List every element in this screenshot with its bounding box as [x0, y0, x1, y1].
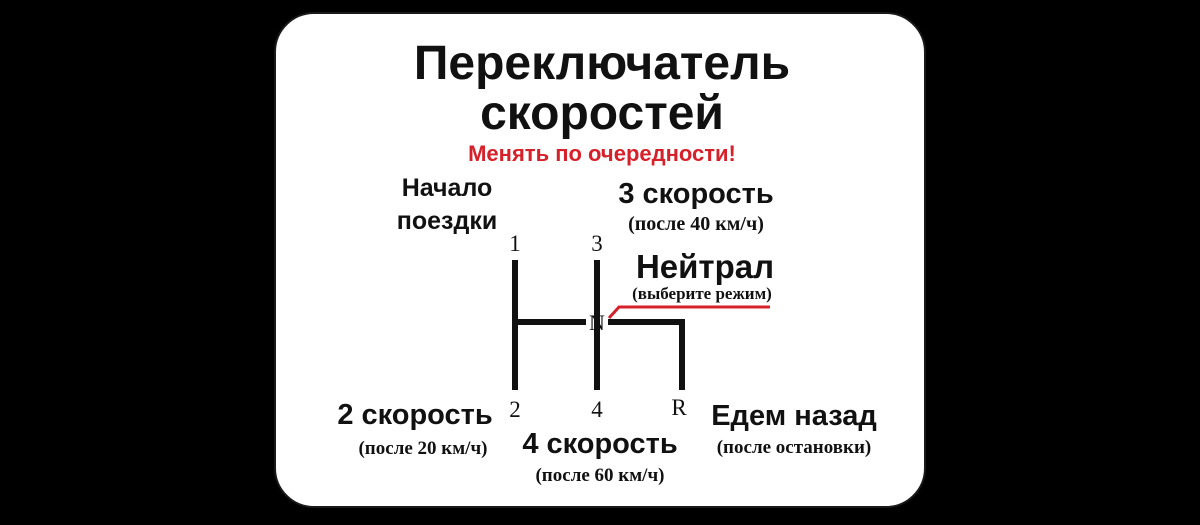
neutral-note: (выберите режим) — [632, 284, 772, 303]
title-line-1: Переключатель — [413, 37, 791, 90]
position-reverse-marker: R — [671, 395, 687, 420]
reverse-label: Едем назад — [711, 400, 877, 432]
gear-2-note: (после 20 км/ч) — [358, 438, 488, 459]
gear-4-label: 4 скорость — [522, 428, 678, 460]
position-1-marker: 1 — [509, 231, 521, 256]
neutral-label: Нейтрал — [635, 248, 775, 285]
start-label-line-2: поездки — [396, 207, 498, 235]
subtitle-warning: Менять по очередности! — [468, 141, 736, 166]
title-line-2: скоростей — [480, 87, 724, 140]
diagram-card: Переключатель скоростей Менять по очеред… — [274, 12, 926, 508]
neutral-pointer-line — [607, 305, 770, 320]
gear-shift-pattern — [512, 260, 770, 390]
gear-3-note: (после 40 км/ч) — [628, 213, 764, 235]
position-2-marker: 2 — [509, 397, 521, 422]
gear-4-note: (после 60 км/ч) — [535, 465, 665, 486]
position-neutral-marker: N — [589, 310, 605, 335]
position-4-marker: 4 — [591, 397, 603, 422]
position-3-marker: 3 — [591, 231, 603, 256]
gear-3-label: 3 скорость — [618, 178, 774, 210]
reverse-note: (после остановки) — [716, 437, 872, 458]
gear-2-label: 2 скорость — [337, 399, 493, 431]
start-label-line-1: Начало — [401, 174, 493, 202]
